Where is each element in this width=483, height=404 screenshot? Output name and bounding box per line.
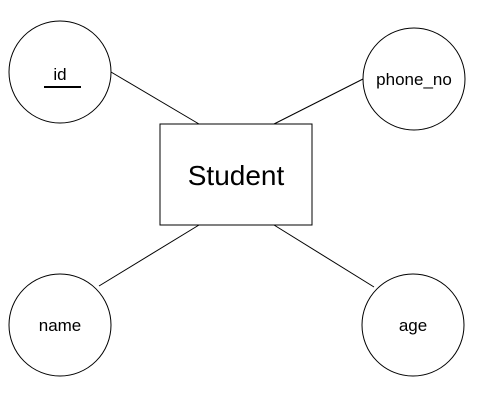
entity-label: Student (188, 160, 285, 191)
attribute-name[interactable] (8, 273, 112, 377)
attribute-id-label: id (53, 65, 66, 84)
connector-phone-no (273, 78, 364, 125)
connector-name (98, 224, 200, 287)
attribute-phone-no[interactable] (362, 27, 466, 131)
attribute-age-label: age (399, 316, 427, 335)
attribute-age[interactable] (361, 273, 465, 377)
connector-age (273, 224, 375, 288)
attribute-id[interactable] (8, 20, 112, 124)
attribute-name-label: name (39, 316, 82, 335)
attribute-phone-no-label: phone_no (376, 70, 452, 89)
entity-student[interactable] (159, 123, 313, 226)
connector-id (110, 71, 200, 125)
